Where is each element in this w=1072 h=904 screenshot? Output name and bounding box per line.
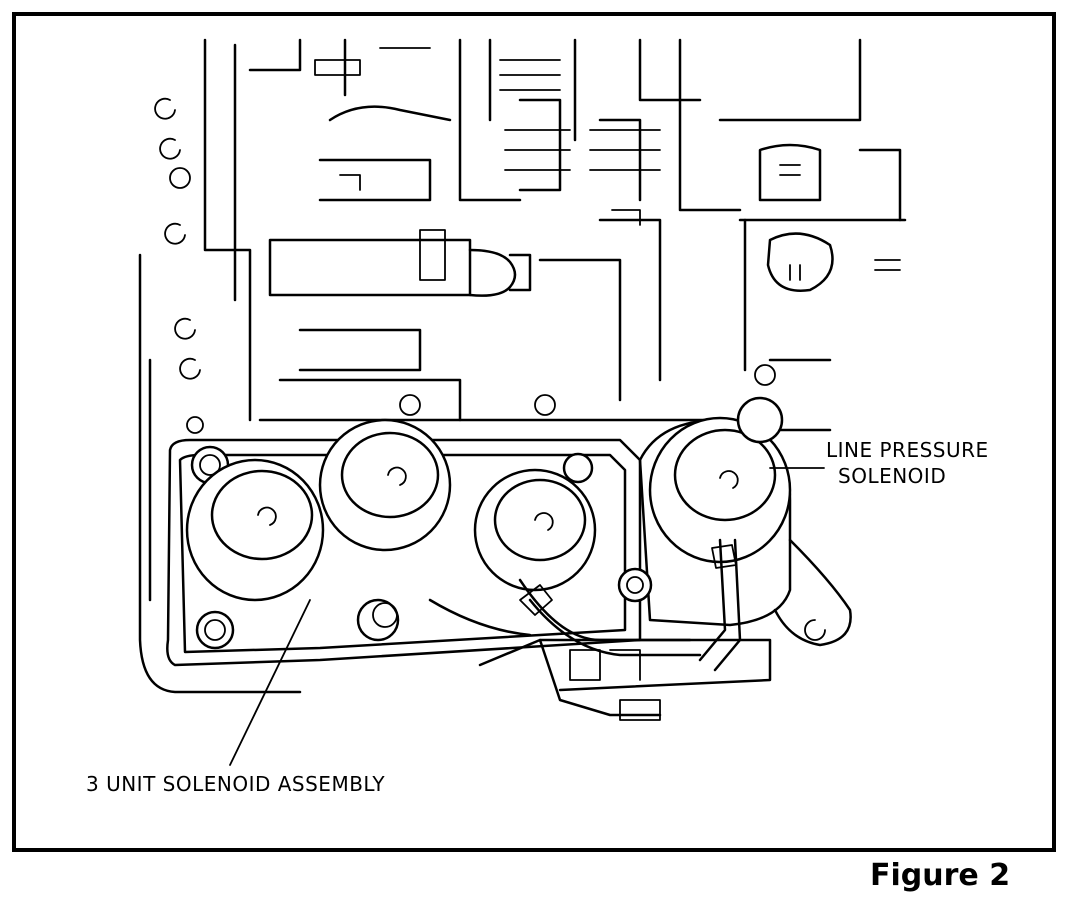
wiring-harness	[428, 538, 772, 721]
leader-lines	[229, 467, 825, 766]
solenoid-1	[185, 458, 325, 602]
solenoid-3	[473, 468, 597, 592]
line-pressure-label-line-1: LINE PRESSURE	[826, 438, 989, 462]
solenoid-2	[318, 418, 452, 552]
valve-body-casting	[138, 38, 907, 694]
three-unit-leader	[229, 599, 311, 766]
three-unit-solenoid-assembly	[166, 438, 642, 667]
three-unit-solenoid-label: 3 UNIT SOLENOID ASSEMBLY	[86, 772, 386, 796]
casting-holes	[154, 97, 776, 434]
line-pressure-label-line-2: SOLENOID	[838, 464, 947, 488]
figure-frame	[12, 12, 1056, 852]
line-pressure-solenoid-label: LINE PRESSURE SOLENOID	[826, 437, 989, 489]
figure-caption: Figure 2	[870, 858, 1011, 893]
line-pressure-solenoid	[617, 396, 852, 647]
